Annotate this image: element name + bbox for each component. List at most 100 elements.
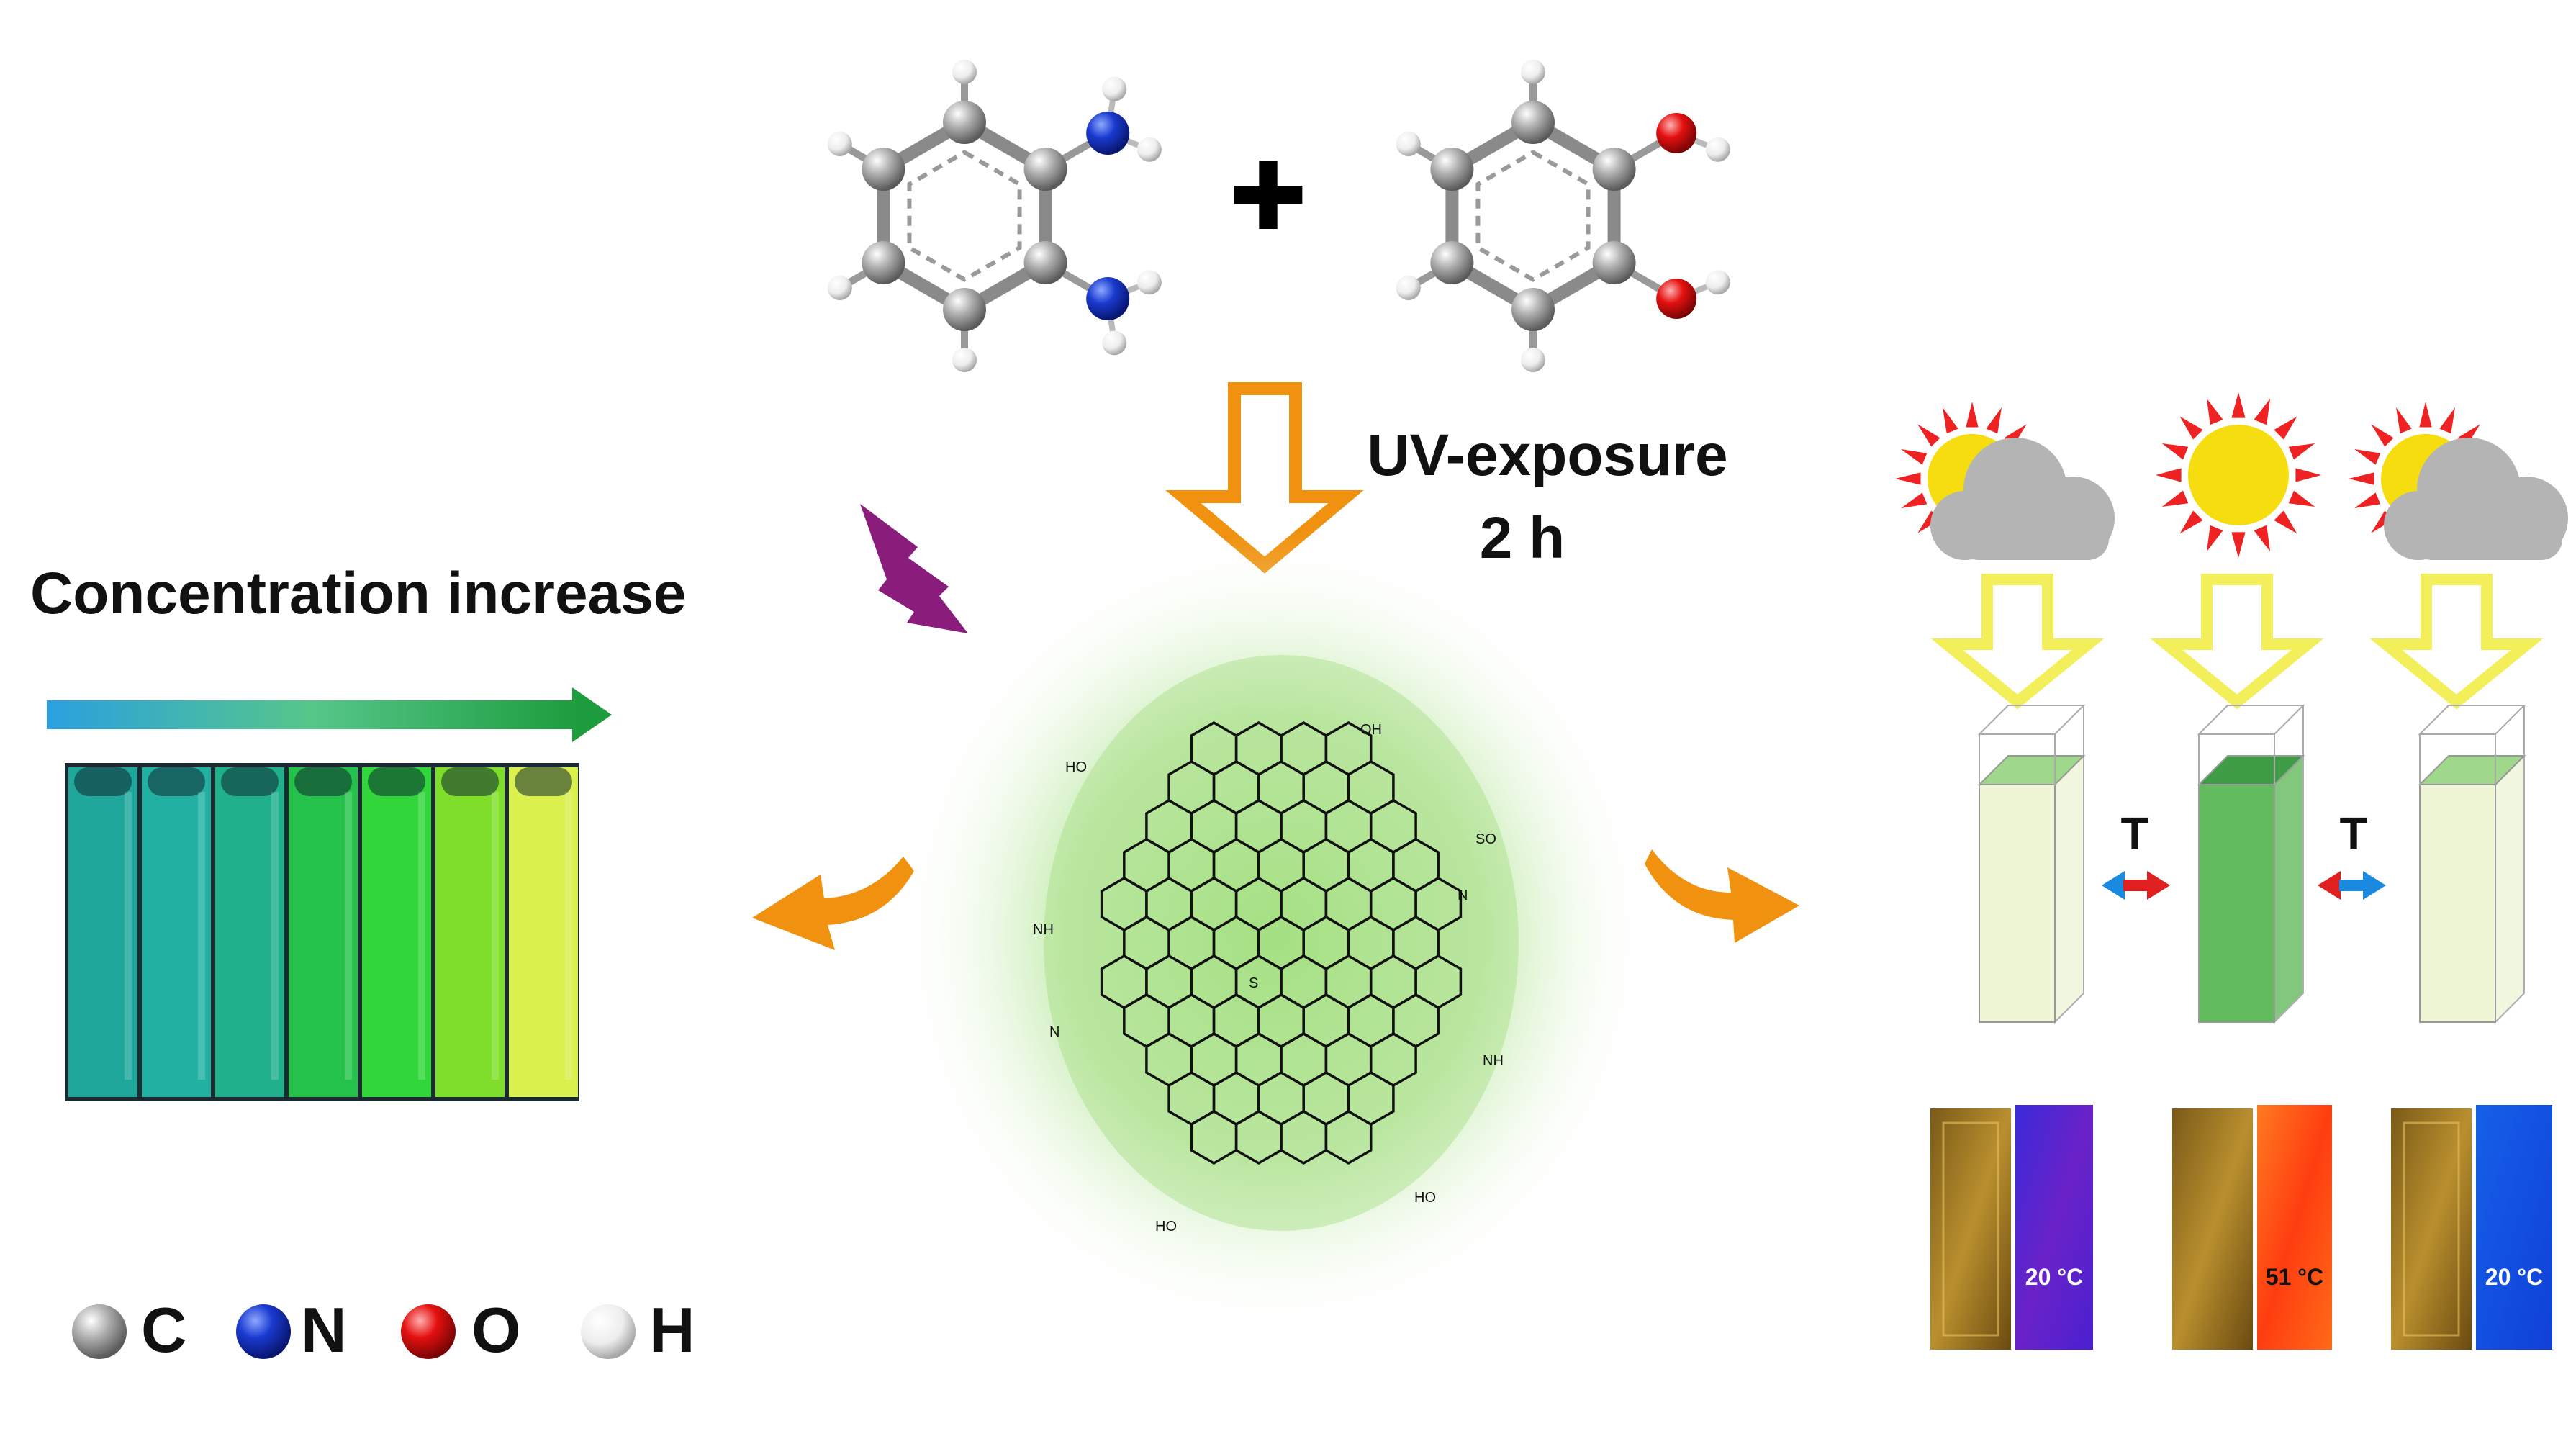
label-oh-top: OH [1360, 722, 1382, 738]
cloud-icon [2384, 438, 2568, 560]
carbon-atom [943, 288, 986, 331]
hydrogen-atom [1521, 60, 1545, 84]
label-ho-bottom-left: HO [1155, 1219, 1177, 1234]
nitrogen-atom [1086, 277, 1130, 320]
down-arrow [2369, 574, 2544, 710]
sun-ray [1901, 449, 1928, 465]
hydrogen-atom [1136, 270, 1162, 295]
legend-nitrogen-ball [236, 1304, 291, 1359]
carbon-atom [862, 148, 905, 191]
cuvette-front [1979, 784, 2056, 1023]
sun-ray [2354, 492, 2381, 508]
carbon-atom [943, 101, 986, 144]
carbon-atom [1430, 241, 1474, 284]
label-ho-bottom-right: HO [1414, 1190, 1436, 1206]
sun-ray [2231, 532, 2246, 558]
hydrogen-atom [1102, 330, 1127, 356]
carbon-atom [1023, 148, 1067, 191]
oxygen-atom [1656, 279, 1697, 319]
atom-legend: C N O H [72, 1294, 695, 1365]
hydrogen-atom [827, 132, 852, 156]
hydrogen-atom [952, 348, 977, 372]
carbon-atom [1511, 288, 1555, 331]
vial-highlight [492, 792, 499, 1080]
carbon-atom [1592, 241, 1636, 284]
carbon-atom [862, 241, 905, 284]
thermal-panel-3: 20 °C [2391, 1105, 2552, 1350]
yellow-arrows [1930, 574, 2544, 710]
label-n-right: N [1458, 888, 1468, 903]
oxygen-atom [1656, 113, 1697, 153]
label-so3: SO [1475, 831, 1496, 847]
legend-carbon-label: C [141, 1294, 187, 1365]
sun-ray [2371, 424, 2394, 447]
concentration-gradient-arrow [47, 687, 612, 742]
fluorescent-vial-row [65, 763, 579, 1101]
carbon-atom [1511, 101, 1555, 144]
reaction-time-label: 2 h [1480, 505, 1565, 571]
o-phenylenediamine-molecule [827, 60, 1162, 372]
sun-ray [1966, 402, 1979, 428]
cuvette-side [2274, 754, 2304, 1024]
graphene-hexagon [1324, 1109, 1373, 1165]
weather-sun-icon [2156, 392, 2321, 558]
thermal-panel-2: 51 °C [2172, 1105, 2332, 1350]
sun-ray [2254, 525, 2271, 552]
vial [435, 767, 505, 1097]
legend-carbon-ball [72, 1304, 127, 1359]
catechol-molecule [1396, 60, 1730, 372]
vial [142, 767, 211, 1097]
vial [289, 767, 358, 1097]
sun-ray [2288, 443, 2315, 460]
sun-ray [2419, 402, 2432, 428]
cuvette-rim [1977, 705, 2086, 735]
label-nh2-left: NH [1033, 922, 1054, 938]
sun-ray [2288, 490, 2315, 507]
sun-ray [2206, 398, 2223, 425]
vial-meniscus [74, 767, 132, 796]
vial-meniscus [441, 767, 499, 796]
temperature-switch-2: T [2318, 808, 2386, 900]
vial [215, 767, 284, 1097]
hydrogen-atom [1705, 137, 1730, 162]
temperature-switch-1: T [2102, 808, 2170, 900]
sun-ray [1917, 424, 1940, 447]
sun-ray [1901, 492, 1928, 508]
vial-meniscus [294, 767, 352, 796]
cuvette-side [2054, 754, 2084, 1024]
vial-highlight [125, 792, 132, 1080]
vial [68, 767, 137, 1097]
vial-highlight [565, 792, 572, 1080]
sun-ray [2231, 392, 2246, 418]
label-nh2-right: NH [1483, 1053, 1504, 1069]
sun-ray [2161, 443, 2189, 460]
legend-hydrogen-ball [581, 1304, 636, 1359]
curved-arrow-left [752, 857, 914, 950]
vial [509, 767, 578, 1097]
temp-reading-3: 20 °C [2485, 1264, 2543, 1290]
cuvette-front [2419, 784, 2496, 1023]
label-ho-left: HO [1065, 759, 1087, 775]
switch-label-2: T [2339, 808, 2367, 859]
nitrogen-atom [1086, 112, 1130, 155]
weather-sun-cloud-icon-2 [2349, 402, 2568, 560]
sun-ray [2274, 416, 2297, 440]
sun-ray [2179, 510, 2203, 534]
cuvette-rim [2197, 705, 2305, 735]
vial [362, 767, 431, 1097]
concentration-title: Concentration increase [30, 561, 686, 626]
sun-disc [2188, 425, 2289, 525]
switch-label-1: T [2120, 808, 2148, 859]
sun-ray [2161, 490, 2189, 507]
cuvette-cool-2 [2418, 705, 2526, 1024]
sun-ray [2439, 407, 2455, 434]
sun-ray [2349, 472, 2374, 485]
down-arrow [1930, 574, 2105, 710]
vial-meniscus [221, 767, 279, 796]
carbon-atom [1592, 148, 1636, 191]
vial-highlight [418, 792, 425, 1080]
aromatic-ring [1475, 150, 1591, 282]
cuvette-rim [2418, 705, 2526, 735]
sun-ray [1986, 407, 2002, 434]
vial-meniscus [515, 767, 572, 796]
